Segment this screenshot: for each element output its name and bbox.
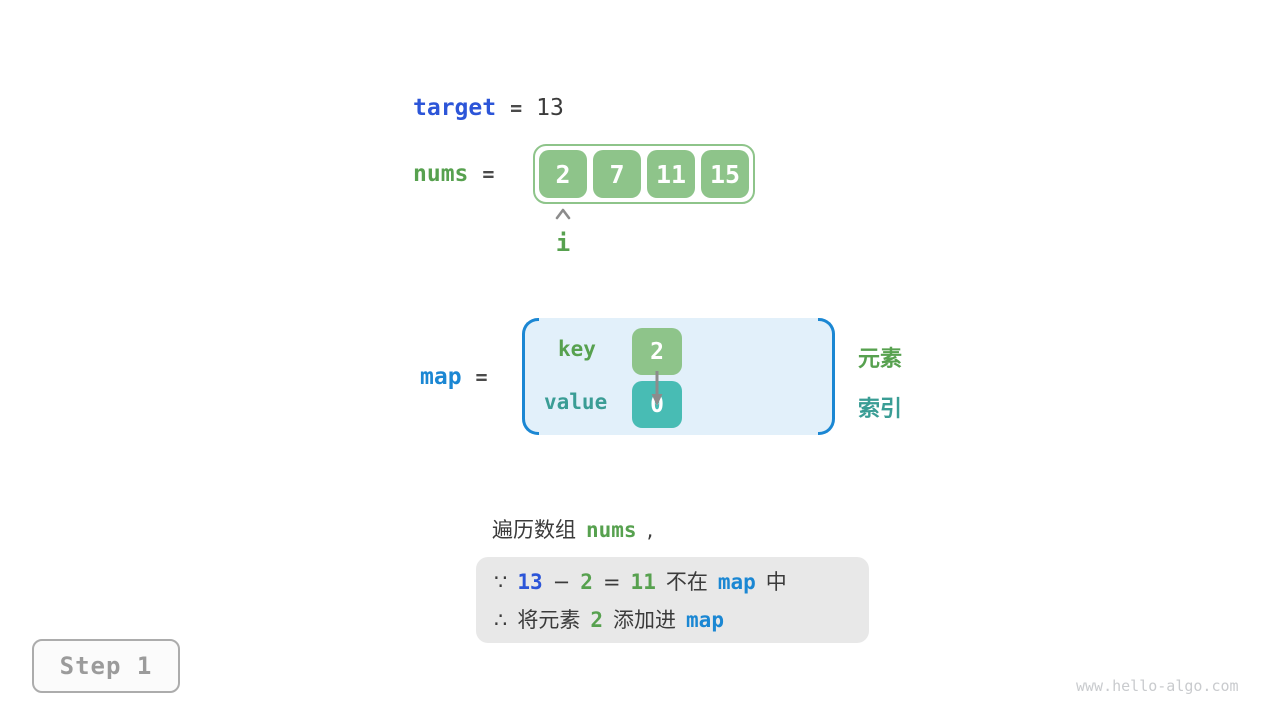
add-into-text: 添加进: [613, 608, 677, 632]
sentence-prefix: 遍历数组: [492, 518, 576, 542]
target-token: 13: [517, 570, 543, 594]
target-variable: target: [413, 95, 497, 121]
map-token: map: [717, 570, 756, 594]
equals-sign: =: [475, 365, 488, 389]
element-token: 2: [580, 570, 593, 594]
equals-sign: =: [510, 96, 523, 120]
value-label: value: [544, 390, 608, 414]
not-in-text: 不在: [665, 570, 708, 594]
map-token: map: [686, 608, 724, 632]
therefore-symbol: ∴: [494, 608, 508, 632]
target-assignment: target = 13: [413, 95, 564, 121]
array-cell: 15: [701, 150, 749, 198]
sentence-suffix: ,: [646, 518, 654, 542]
sentence-nums-token: nums: [586, 518, 637, 542]
nums-array: 2 7 11 15: [533, 144, 755, 204]
map-container: key value 2 0: [522, 318, 835, 435]
because-symbol: ∵: [494, 570, 508, 594]
step-badge: Step 1: [32, 639, 180, 693]
map-variable: map: [420, 364, 462, 390]
key-label: key: [558, 337, 596, 361]
conclusion-line-1: ∵ 13 − 2 = 11 不在 map 中: [494, 566, 851, 596]
index-side-label: 索引: [858, 397, 903, 422]
map-bracket-right: [818, 318, 835, 435]
nums-variable: nums: [413, 161, 469, 187]
in-text: 中: [765, 570, 787, 594]
map-assignment: map =: [420, 364, 488, 390]
minus-sign: −: [552, 570, 571, 594]
add-element-text: 将元素: [517, 608, 581, 632]
equals-sign: =: [602, 570, 621, 594]
conclusion-line-2: ∴ 将元素 2 添加进 map: [494, 604, 851, 634]
target-value: 13: [536, 95, 564, 121]
traverse-sentence: 遍历数组 nums ,: [492, 514, 653, 544]
array-cell: 11: [647, 150, 695, 198]
difference-token: 11: [630, 570, 656, 594]
element-token: 2: [590, 608, 604, 632]
equals-sign: =: [482, 162, 495, 186]
array-cell: 7: [593, 150, 641, 198]
step-badge-label: Step 1: [59, 652, 153, 680]
map-key-cell: 2: [632, 328, 682, 375]
array-cell: 2: [539, 150, 587, 198]
watermark: www.hello-algo.com: [1076, 677, 1239, 695]
index-pointer-label: i: [555, 229, 571, 257]
nums-assignment: nums =: [413, 161, 494, 187]
conclusion-box: ∵ 13 − 2 = 11 不在 map 中 ∴ 将元素 2 添加进 map: [476, 557, 869, 643]
index-pointer-icon: [555, 208, 571, 220]
key-to-value-arrow-icon: [651, 371, 663, 406]
map-bracket-left: [522, 318, 539, 435]
element-side-label: 元素: [858, 347, 903, 372]
